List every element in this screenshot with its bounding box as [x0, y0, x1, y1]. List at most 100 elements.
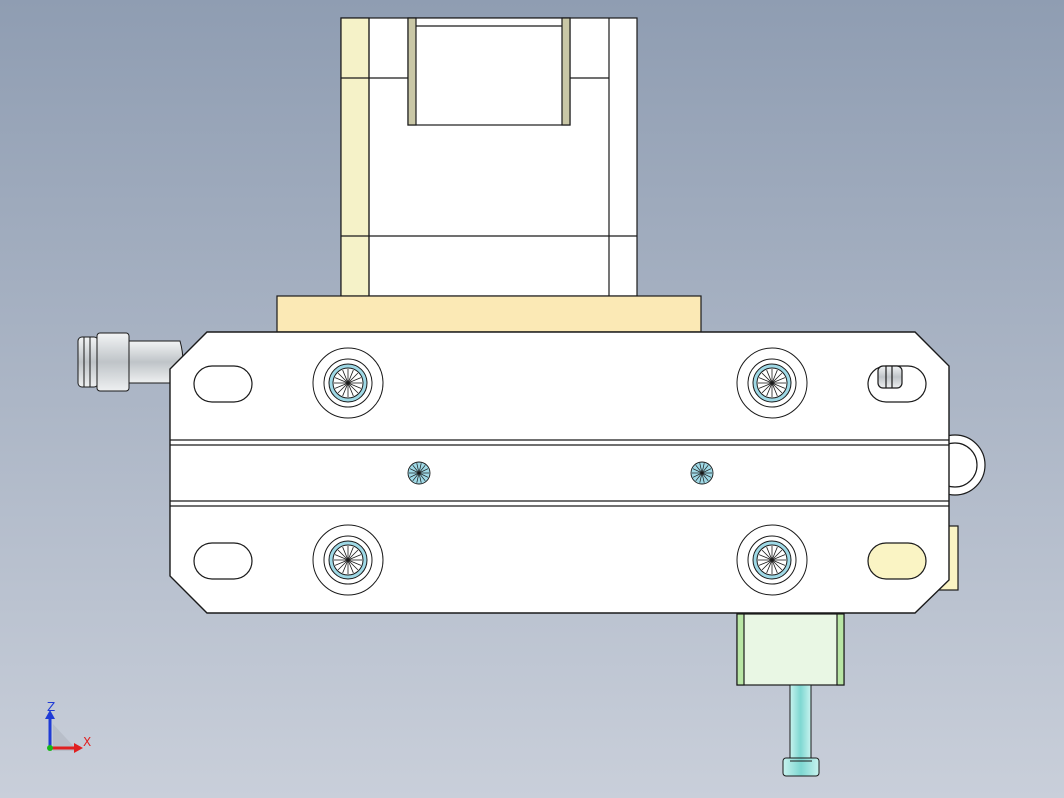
thread-line — [347, 382, 354, 397]
thread-line — [418, 472, 429, 478]
thread-line — [771, 559, 783, 571]
thread-line — [418, 472, 422, 483]
thread-line — [758, 554, 773, 561]
thread-line — [771, 546, 778, 561]
slot-top-left — [193, 365, 253, 403]
thread-line — [766, 382, 773, 397]
thread-line — [347, 554, 362, 561]
thread-line — [771, 559, 778, 574]
thread-line — [758, 382, 773, 389]
thread-line — [342, 559, 349, 574]
rail-screws — [407, 461, 714, 485]
thread-line — [771, 382, 783, 394]
thread-line — [766, 369, 773, 384]
center-rail[interactable] — [170, 439, 949, 507]
thread-line — [347, 559, 354, 574]
stop-screw[interactable] — [782, 684, 820, 777]
x-arrow-icon — [74, 743, 83, 753]
thread-line — [771, 554, 786, 561]
thread-line — [771, 549, 783, 561]
slot-bottom-left — [193, 542, 253, 580]
thread-line — [699, 472, 703, 483]
screw-top-left[interactable] — [312, 347, 384, 419]
thread-line — [347, 546, 354, 561]
counterbored-screws — [312, 347, 808, 596]
thread-line — [347, 382, 359, 394]
thread-line — [701, 472, 712, 478]
thread-line — [342, 382, 349, 397]
rail-screw-left[interactable] — [407, 461, 431, 485]
thread-line — [337, 372, 349, 384]
thread-line — [761, 372, 773, 384]
thread-line — [409, 468, 420, 474]
thread-line — [342, 369, 349, 384]
rail-screw-right[interactable] — [690, 461, 714, 485]
pneumatic-fitting[interactable] — [77, 332, 184, 392]
thread-line — [692, 468, 703, 474]
thread-line — [347, 382, 362, 389]
thread-line — [416, 472, 420, 483]
thread-line — [758, 559, 773, 566]
limit-bracket[interactable] — [736, 613, 845, 686]
screw-bottom-right[interactable] — [736, 524, 808, 596]
motor-flange[interactable] — [276, 295, 702, 333]
thread-line — [701, 472, 705, 483]
thread-line — [771, 382, 778, 397]
thread-line — [334, 559, 349, 566]
thread-line — [416, 463, 420, 474]
thread-line — [412, 472, 420, 482]
thread-line — [347, 372, 359, 384]
thread-line — [337, 549, 349, 561]
thread-line — [337, 382, 349, 394]
slot-bottom-right — [867, 542, 927, 580]
thread-line — [701, 464, 709, 474]
thread-line — [701, 468, 712, 474]
thread-line — [347, 559, 362, 566]
thread-line — [347, 549, 359, 561]
thread-line — [766, 559, 773, 574]
thread-line — [412, 464, 420, 474]
thread-line — [334, 382, 349, 389]
thread-line — [761, 549, 773, 561]
thread-line — [771, 382, 786, 389]
thread-line — [337, 559, 349, 571]
thread-line — [347, 559, 359, 571]
thread-line — [347, 377, 362, 384]
thread-line — [758, 377, 773, 384]
thread-line — [418, 463, 422, 474]
thread-line — [418, 468, 429, 474]
thread-line — [761, 559, 773, 571]
thread-line — [342, 546, 349, 561]
thread-line — [699, 463, 703, 474]
thread-line — [418, 464, 426, 474]
origin-icon — [47, 745, 53, 751]
x-axis-label: X — [83, 735, 91, 749]
screw-bottom-left[interactable] — [312, 524, 384, 596]
thread-line — [766, 546, 773, 561]
thread-line — [692, 472, 703, 478]
thread-line — [771, 377, 786, 384]
thread-line — [347, 369, 354, 384]
thread-line — [701, 463, 705, 474]
z-axis-label: Z — [47, 700, 55, 714]
z-arrow-icon — [45, 710, 55, 719]
slide-base-plate[interactable] — [169, 331, 950, 614]
thread-line — [695, 464, 703, 474]
stepper-motor[interactable] — [340, 17, 638, 297]
thread-line — [701, 472, 709, 482]
coordinate-triad: Z X — [45, 700, 91, 753]
thread-line — [334, 554, 349, 561]
thread-line — [771, 372, 783, 384]
thread-line — [695, 472, 703, 482]
thread-line — [761, 382, 773, 394]
triad-plane — [53, 724, 78, 751]
thread-line — [771, 369, 778, 384]
thread-line — [418, 472, 426, 482]
screw-top-right[interactable] — [736, 347, 808, 419]
thread-line — [409, 472, 420, 478]
thread-line — [771, 559, 786, 566]
motor-connector — [407, 17, 571, 126]
fitting-stub — [877, 365, 903, 389]
